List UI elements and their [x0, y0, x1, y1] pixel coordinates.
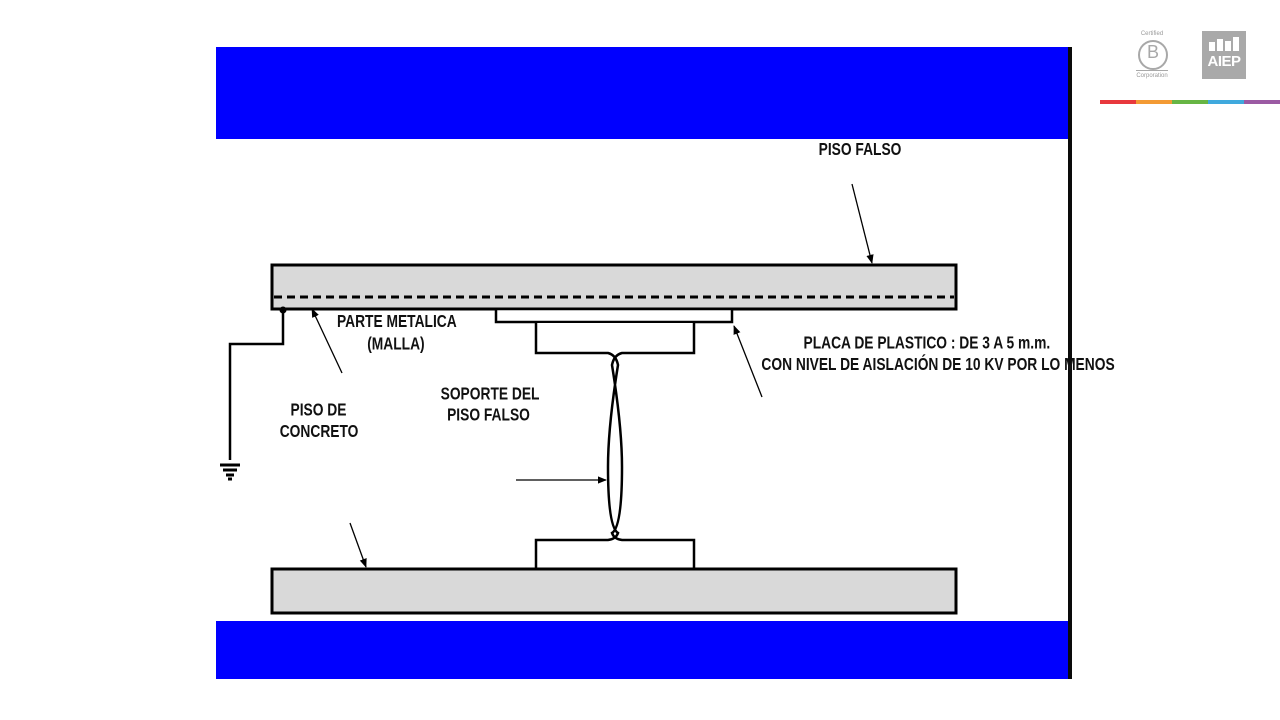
- label-soporte-line1: SOPORTE DEL: [441, 385, 540, 404]
- arrow-parte-metalica: [311, 308, 343, 374]
- arrow-concreto: [349, 522, 367, 568]
- top-blue-band: [216, 47, 1068, 139]
- cert-letter: B: [1146, 42, 1159, 62]
- stripe-segment: [1244, 100, 1280, 104]
- stripe-segment: [1172, 100, 1208, 104]
- ground-symbol-icon: [220, 463, 240, 481]
- frame-right-edge: [1068, 47, 1072, 679]
- cert-divider: [1136, 70, 1168, 71]
- plastic-plate: [494, 307, 734, 324]
- brand-color-stripe: [1100, 100, 1280, 104]
- certified-b-corp-logo: Certified B Corporation: [1134, 31, 1170, 81]
- bottom-blue-band: [216, 621, 1068, 679]
- label-piso-concreto-line2: CONCRETO: [280, 423, 359, 442]
- cert-circle-icon: [1138, 40, 1168, 70]
- support-ibeam: [534, 323, 696, 571]
- concrete-floor-slab: [270, 567, 958, 615]
- label-placa-line2: CON NIVEL DE AISLACIÓN DE 10 KV POR LO M…: [761, 353, 1114, 374]
- building-icon: [1209, 37, 1239, 51]
- stripe-segment: [1136, 100, 1172, 104]
- header-logos: Certified B Corporation AIEP: [1100, 28, 1280, 108]
- label-soporte-line2: PISO FALSO: [447, 406, 530, 425]
- slide-image-frame: PISO FALSO PARTE METALICA (MALLA) PLACA …: [216, 47, 1115, 679]
- arrow-piso-falso: [851, 183, 874, 264]
- raised-floor-diagram: PISO FALSO PARTE METALICA (MALLA) PLACA …: [220, 140, 1115, 615]
- cert-bottom-text: Corporation: [1136, 73, 1168, 79]
- arrow-placa: [733, 325, 763, 398]
- stripe-segment: [1208, 100, 1244, 104]
- stripe-segment: [1100, 100, 1136, 104]
- ground-wire: [228, 310, 285, 460]
- aiep-logo-text: AIEP: [1207, 53, 1241, 70]
- label-piso-concreto-line1: PISO DE: [291, 401, 347, 420]
- label-parte-metalica-line2: (MALLA): [367, 335, 424, 354]
- label-placa-line1: PLACA DE PLASTICO : DE 3 A 5 m.m.: [804, 334, 1051, 353]
- label-parte-metalica-line1: PARTE METALICA: [337, 313, 457, 332]
- label-piso-falso: PISO FALSO: [819, 140, 902, 159]
- raised-floor-slab: [270, 263, 958, 311]
- cert-top-text: Certified: [1140, 31, 1164, 37]
- aiep-logo: AIEP: [1202, 31, 1246, 79]
